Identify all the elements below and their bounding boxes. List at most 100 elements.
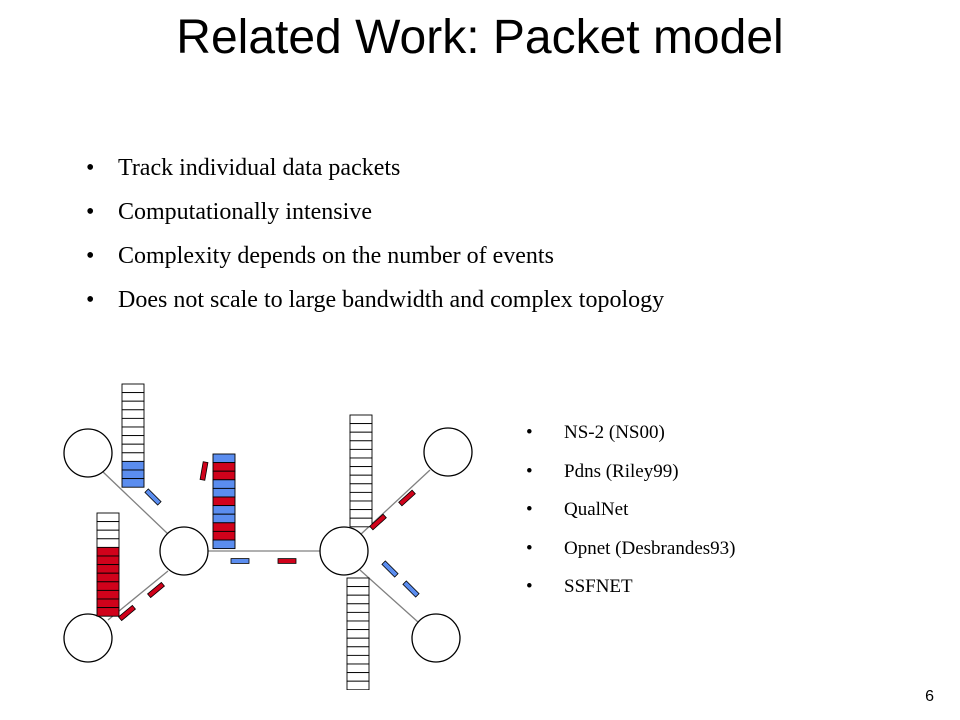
queue-slot-empty [349, 517, 373, 528]
queue-slot-red [96, 555, 120, 566]
queue-slot-empty [121, 417, 145, 428]
main-bullet-list: Track individual data packets Computatio… [86, 146, 664, 322]
bottom-right-host [411, 613, 461, 663]
queue-slot-empty [349, 500, 373, 511]
simulator-reference-list: NS-2 (NS00) Pdns (Riley99) QualNet Opnet… [526, 414, 735, 607]
queue-slot-red [212, 530, 236, 541]
queue-slot-empty [96, 529, 120, 540]
queue-slot-red [96, 572, 120, 583]
bullet-item: Does not scale to large bandwidth and co… [86, 278, 664, 322]
queue-slot-blue [212, 539, 236, 550]
packet-blue [402, 580, 420, 598]
queue-top-left [121, 383, 145, 488]
queue-slot-red [96, 607, 120, 617]
queue-slot-red [96, 598, 120, 609]
reference-item: SSFNET [526, 568, 735, 607]
queue-slot-red [96, 589, 120, 600]
queue-slot-blue [121, 478, 145, 488]
bullet-item: Track individual data packets [86, 146, 664, 190]
reference-item: Opnet (Desbrandes93) [526, 530, 735, 569]
queue-slot-empty [346, 586, 370, 596]
packet-blue [381, 560, 399, 578]
queue-slot-empty [346, 611, 370, 622]
queue-slot-empty [96, 521, 120, 531]
bullet-item: Computationally intensive [86, 190, 664, 234]
queue-slot-empty [346, 680, 370, 690]
queue-slot-red [96, 546, 120, 557]
bullet-item: Complexity depends on the number of even… [86, 234, 664, 278]
queue-slot-empty [121, 452, 145, 462]
queue-slot-empty [346, 646, 370, 656]
queue-slot-empty [349, 423, 373, 433]
queue-bottom-right [346, 577, 370, 690]
packet-blue [144, 488, 162, 506]
queue-slot-empty [121, 426, 145, 437]
queue-bottom-left [96, 512, 120, 617]
packet-network-diagram [63, 383, 473, 690]
queue-slot-red [96, 581, 120, 591]
link-top-left [101, 470, 169, 535]
queue-top-right [349, 414, 373, 528]
queue-slot-blue [121, 460, 145, 471]
queue-slot-empty [121, 409, 145, 419]
queue-slot-empty [346, 663, 370, 674]
packet-red [398, 489, 416, 507]
queue-slot-empty [121, 383, 145, 394]
queue-slot-empty [349, 414, 373, 425]
queue-slot-empty [121, 392, 145, 402]
left-router [159, 526, 209, 576]
page-number: 6 [925, 688, 934, 705]
queue-slot-blue [212, 505, 236, 515]
network-nodes [63, 427, 473, 663]
packet-red [277, 558, 297, 564]
slide-title: Related Work: Packet model [176, 11, 784, 64]
queue-slot-empty [349, 491, 373, 502]
reference-item: QualNet [526, 491, 735, 530]
queue-slot-empty [346, 654, 370, 665]
in-flight-packets [117, 461, 420, 622]
queue-slot-empty [346, 672, 370, 682]
queue-slot-empty [349, 474, 373, 485]
queue-slot-blue [212, 453, 236, 464]
queue-slot-empty [349, 457, 373, 468]
queue-slot-red [96, 564, 120, 574]
queue-slot-empty [349, 440, 373, 450]
bottom-left-host [63, 613, 113, 663]
queue-slot-empty [121, 400, 145, 411]
queue-slot-empty [346, 577, 370, 588]
packet-red [146, 581, 166, 599]
queue-slot-empty [346, 629, 370, 639]
top-right-host [423, 427, 473, 477]
queue-slot-blue [212, 513, 236, 524]
queue-slot-empty [346, 603, 370, 613]
queue-slot-blue [212, 487, 236, 498]
queue-slot-blue [212, 479, 236, 489]
queue-slot-empty [121, 443, 145, 454]
reference-item: Pdns (Riley99) [526, 453, 735, 492]
queue-slot-red [212, 496, 236, 507]
queue-slot-empty [346, 594, 370, 605]
right-router [319, 526, 369, 576]
queue-slot-empty [349, 483, 373, 493]
queue-slot-empty [96, 512, 120, 523]
packet-blue [230, 558, 250, 564]
queue-slot-empty [349, 431, 373, 442]
queue-slot-red [212, 462, 236, 472]
queue-slot-empty [121, 435, 145, 445]
queue-left-router [212, 453, 236, 550]
queue-slot-empty [346, 637, 370, 648]
queue-slot-blue [121, 469, 145, 480]
queue-slot-empty [346, 620, 370, 631]
queue-slot-empty [96, 538, 120, 548]
queue-slot-empty [349, 448, 373, 459]
queue-slot-empty [349, 466, 373, 476]
queue-slot-empty [349, 509, 373, 519]
reference-item: NS-2 (NS00) [526, 414, 735, 453]
packet-red [117, 604, 137, 622]
packet-red [199, 461, 209, 481]
top-left-host [63, 428, 113, 478]
link-bottom-right [359, 569, 419, 623]
queue-slot-red [212, 470, 236, 481]
packet-red [369, 513, 387, 531]
queue-slot-red [212, 522, 236, 532]
